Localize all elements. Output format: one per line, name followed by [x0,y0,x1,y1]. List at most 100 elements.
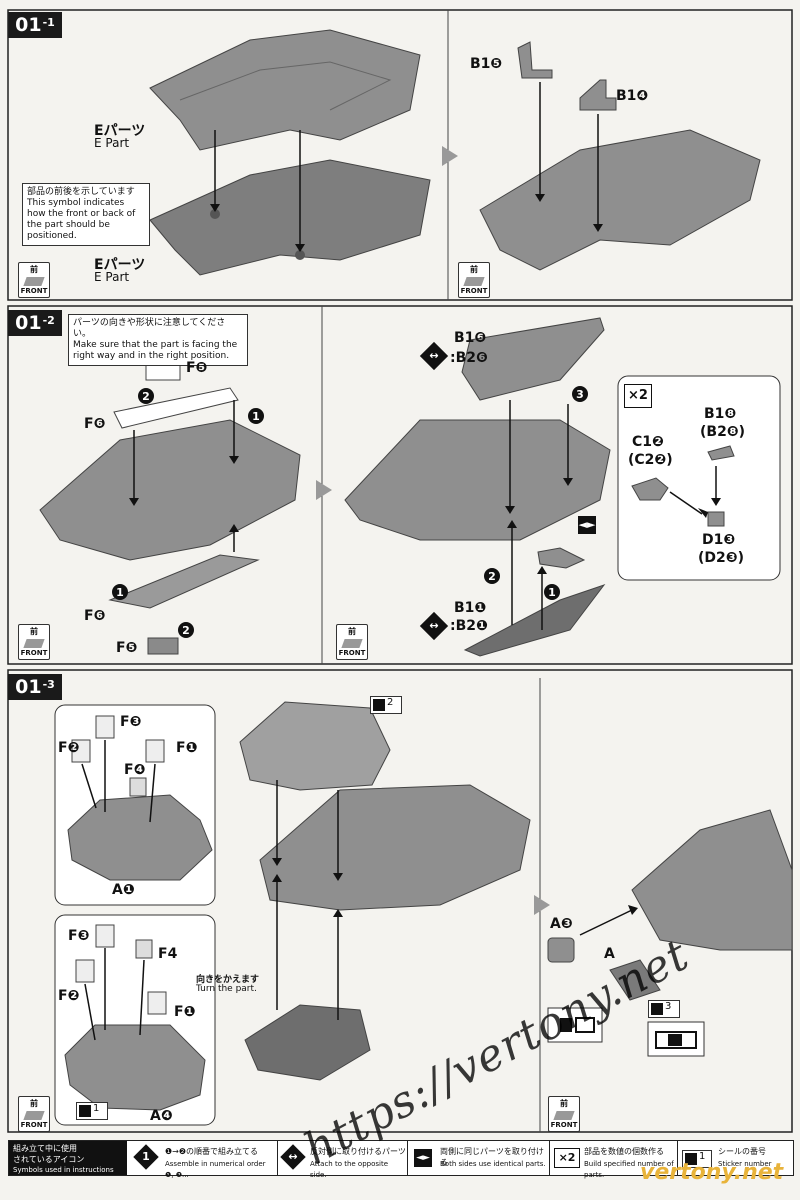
part-f6-bottom [108,554,260,609]
part-a3-label: A❸ [550,916,573,932]
step-01-3-header: 01-3 [8,674,62,700]
part-f5-bottom [147,637,179,655]
order-step-1: 1 [544,584,560,600]
legend-opposite-jp: 反対側に取り付けるパーツ [310,1147,406,1156]
front-icon: 前 FRONT [18,624,50,660]
front-icon-jp: 前 [30,265,38,274]
part-f1-label: F❶ [176,740,198,756]
section-01-1-frame [7,9,793,301]
peg [210,209,220,219]
part-b21-label: :B2❶ [450,618,488,634]
part-b28-label: (B2❽) [700,424,746,440]
front-icon-en: FRONT [20,649,48,657]
part-b14-label: B1❹ [616,88,649,104]
legend-both-sides: ◄► 両側に同じパーツを取り付ける Both sides use identic… [407,1141,548,1175]
count-x2-icon: ×2 [554,1148,580,1168]
front-icon-jp: 前 [30,1099,38,1108]
order-step-1: 1 [248,408,264,424]
part-f4-label: F❹ [124,762,146,778]
part-f4-label: F4 [158,946,178,962]
flow-arrow [534,895,550,915]
step-01-1-header: 01-1 [8,12,62,38]
legend-count-en: Build specified number of parts. [584,1160,674,1179]
front-icon-jp: 前 [470,265,478,274]
step-sub: -2 [42,313,55,327]
step-number: 01 [15,312,42,334]
step-number: 01 [15,14,42,36]
flow-arrow [316,480,332,500]
e-part-top-label-en: E Part [94,136,130,150]
sticker-number-text: 2 [387,697,394,708]
part-f6-top [113,387,239,429]
step-sub: -3 [42,677,55,691]
part-f5-label: F❺ [116,640,138,656]
e-part-plate-top [149,29,421,151]
part-b14 [579,79,617,111]
step-number: 01 [15,676,42,698]
part-a4-body [64,1024,206,1111]
part-a1-body [67,794,213,881]
legend-order-en: Assemble in numerical order ❶, ❷... [165,1160,266,1179]
icon-legend: 組み立て中に使用 されているアイコン Symbols used in instr… [8,1140,794,1179]
part-f1-label: F❶ [174,1004,196,1020]
part-a-label: A [604,946,615,962]
order-step-2: 2 [484,568,500,584]
flow-arrow [442,146,458,166]
x2-callout-box [617,375,781,581]
both-sides-icon: ◄► [578,516,596,534]
part-d13 [707,511,725,527]
legend-sticker: 1 シールの番号 Sticker number [677,1141,794,1175]
part-a-small [609,959,661,1001]
front-icon-en: FRONT [20,1121,48,1129]
front-icon-jp: 前 [30,627,38,636]
e-part-bottom-label-en: E Part [94,270,130,284]
sticker-number-text: 3 [665,1001,672,1012]
opposite-side-icon: ↔ [419,611,449,641]
orientation-note-jp: パーツの向きや形状に注意してください。 [73,318,226,339]
upper-pod [239,701,391,791]
part-c22-label: (C2❷) [628,452,673,468]
part-d13-label: D1❸ [702,532,736,548]
order-icon: 1 [133,1144,159,1170]
e-part-plate-top-detail [179,61,392,111]
front-icon-jp: 前 [560,1099,568,1108]
plate-01-2 [39,419,301,561]
section-01-2-frame [7,305,793,665]
part-a1-label: A❶ [112,882,135,898]
part-f2-label: F❷ [58,740,80,756]
front-icon-en: FRONT [550,1121,578,1129]
legend-sticker-jp: シールの番号 [718,1147,766,1156]
both-sides-icon: ◄► [414,1149,432,1167]
order-step-1: 1 [112,584,128,600]
part-f4 [129,777,147,797]
opposite-side-icon: ↔ [419,341,449,371]
part-b16-label: B1❻ [454,330,487,346]
part-b26-label: :B2❻ [450,350,488,366]
turn-part-note-jp: 向きをかえます [196,975,260,985]
part-b15-label: B1❺ [470,56,503,72]
part-b11-lower [463,584,606,657]
front-icon: 前 FRONT [548,1096,580,1132]
order-step-2: 2 [178,622,194,638]
step-01-2-header: 01-2 [8,310,62,336]
legend-opposite-en: Attach to the opposite side. [310,1160,389,1179]
count-x2-badge: ×2 [624,384,652,408]
lower-hull [244,1004,371,1081]
front-icon-en: FRONT [460,287,488,295]
legend-title-en: Symbols used in instructions [13,1166,114,1174]
legend-both-en: Both sides use identical parts. [440,1160,546,1168]
watermark-corner: vertony.net [640,1160,784,1185]
front-note-en: This symbol indicates how the front or b… [27,198,136,241]
front-icon-en: FRONT [338,649,366,657]
part-f3-label: F❸ [68,928,90,944]
partial-assembly-right [631,809,793,951]
legend-title-jp2: されているアイコン [13,1155,85,1164]
sticker-number-icon: 1 [682,1150,712,1168]
part-b11-label: B1❶ [454,600,487,616]
part-f5-label: F❺ [186,360,208,376]
part-f3-label: F❸ [120,714,142,730]
orientation-note-en: Make sure that the part is facing the ri… [73,340,238,361]
